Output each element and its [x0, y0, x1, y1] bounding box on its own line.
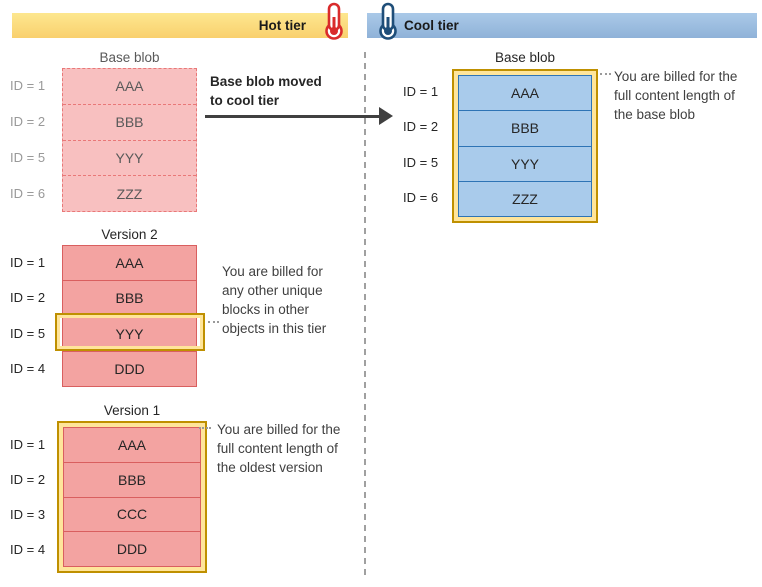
block-id-label: ID = 1 [403, 84, 439, 99]
block-id-label: ID = 4 [10, 361, 46, 376]
block-id-label: ID = 2 [403, 119, 439, 134]
version2-note: You are billed for any other unique bloc… [222, 262, 326, 338]
block-value: DDD [64, 531, 200, 566]
cool-note-leader [600, 73, 611, 75]
version2-note-line: objects in this tier [222, 321, 327, 336]
version1-title: Version 1 [103, 403, 161, 418]
version2-title: Version 2 [101, 227, 158, 242]
cool-thermometer-icon [379, 2, 397, 40]
block-id-label: ID = 4 [10, 542, 46, 557]
block-id-label: ID = 1 [10, 437, 46, 452]
block-value: BBB [459, 110, 591, 145]
version2-note-leader [208, 321, 219, 323]
block-value: AAA [115, 78, 144, 95]
hot-thermometer-icon [325, 2, 343, 40]
block-value: ZZZ [459, 180, 591, 216]
block-id-label: ID = 2 [10, 290, 46, 305]
cool-base-blob-box: AAA BBB YYY ZZZ [458, 75, 592, 217]
cool-tier-bar: Cool tier [367, 13, 757, 38]
move-arrow-label-line2: to cool tier [210, 93, 280, 108]
move-arrow-head [379, 107, 393, 125]
version1-note-leader [199, 427, 211, 429]
block-value: BBB [63, 103, 196, 140]
block-value: AAA [117, 436, 146, 453]
block-value: AAA [510, 85, 539, 102]
cool-base-blob-gold-frame: AAA BBB YYY ZZZ [452, 69, 598, 223]
move-arrow-label: Base blob moved to cool tier [210, 72, 322, 110]
cool-note-line: You are billed for the [614, 69, 738, 84]
block-id-label: ID = 6 [403, 190, 439, 205]
block-value: AAA [115, 255, 144, 272]
block-value: CCC [64, 496, 200, 532]
block-id-label: ID = 6 [10, 186, 46, 201]
block-value: ZZZ [63, 175, 196, 211]
version2-note-line: blocks in other [222, 302, 310, 317]
hot-tier-label: Hot tier [258, 18, 306, 33]
move-arrow-line [205, 115, 381, 118]
hot-base-blob-box: AAA BBB YYY ZZZ [62, 68, 197, 212]
block-value: YYY [459, 145, 591, 181]
cool-tier-label: Cool tier [404, 18, 459, 33]
version1-note: You are billed for the full content leng… [217, 420, 340, 477]
hot-tier-bar: Hot tier [12, 13, 348, 38]
cool-note-line: full content length of [614, 88, 735, 103]
version1-box: AAA BBB CCC DDD [63, 427, 201, 567]
block-id-label: ID = 1 [10, 78, 46, 93]
block-id-label: ID = 5 [403, 155, 439, 170]
block-id-label: ID = 1 [10, 255, 46, 270]
version1-note-line: You are billed for the [217, 422, 341, 437]
version1-note-line: the oldest version [217, 460, 323, 475]
version2-note-line: You are billed for [222, 264, 323, 279]
cool-note: You are billed for the full content leng… [614, 67, 737, 124]
block-value: BBB [64, 461, 200, 497]
block-id-label: ID = 2 [10, 114, 46, 129]
block-id-label: ID = 5 [10, 150, 46, 165]
cool-note-line: the base blob [614, 107, 696, 122]
version1-note-line: full content length of [217, 441, 338, 456]
block-value: YYY [63, 139, 196, 176]
cool-base-blob-title: Base blob [494, 50, 556, 65]
move-arrow-label-line1: Base blob moved [210, 74, 322, 89]
block-id-label: ID = 2 [10, 472, 46, 487]
block-value: DDD [63, 350, 196, 386]
tier-divider [364, 52, 366, 580]
block-id-label: ID = 3 [10, 507, 46, 522]
version2-note-line: any other unique [222, 283, 323, 298]
block-id-label: ID = 5 [10, 326, 46, 341]
hot-base-blob-title: Base blob [99, 50, 160, 65]
block-value: BBB [63, 280, 196, 315]
version1-gold-frame: AAA BBB CCC DDD [57, 421, 207, 573]
version2-box: AAA BBB YYY DDD [62, 245, 197, 387]
block-value: YYY [63, 315, 196, 351]
